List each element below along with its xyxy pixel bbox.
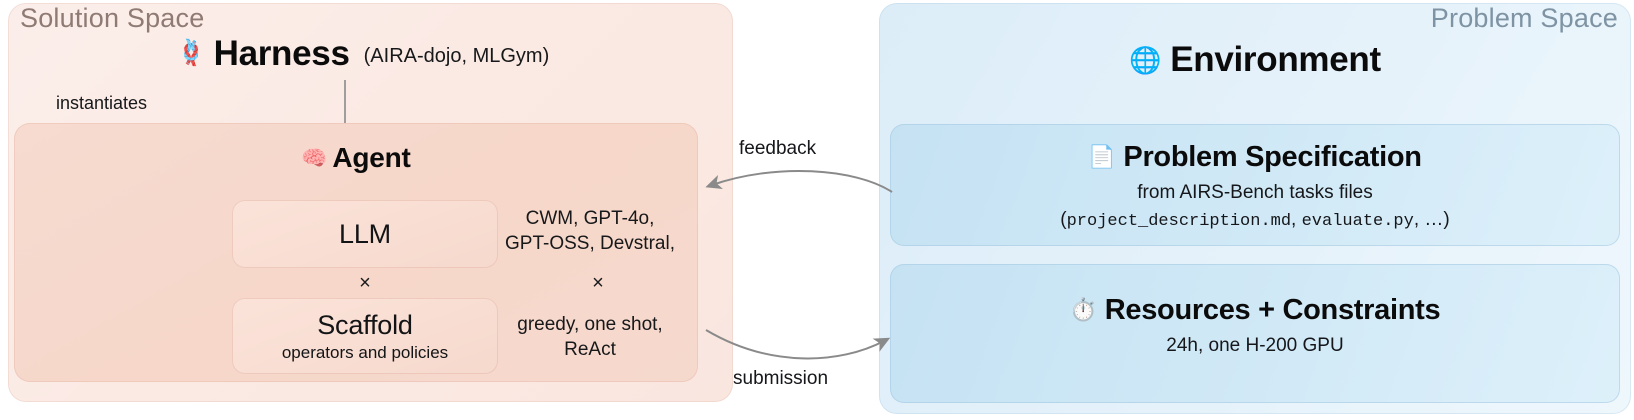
scaffold-examples-line-1: greedy, one shot,	[517, 314, 663, 335]
agent-title: 🧠Agent	[0, 142, 712, 174]
file-name-project-description: project_description.md	[1066, 211, 1292, 231]
harness-examples: (AIRA-dojo, MLGym)	[363, 45, 550, 67]
resources-constraints-title: ⏱️ Resources + Constraints	[890, 296, 1620, 325]
submission-label: submission	[733, 368, 829, 389]
feedback-label: feedback	[739, 138, 817, 159]
harness-title: 🪢 Harness	[176, 34, 350, 74]
environment-title-text: Environment	[1170, 40, 1381, 79]
problem-specification-subtitle: from AIRS-Bench tasks files	[1137, 182, 1373, 203]
llm-card-title: LLM	[339, 218, 391, 249]
resources-constraints-card: ⏱️ Resources + Constraints 24h, one H-200…	[890, 264, 1620, 403]
scaffold-examples: greedy, one shot, ReAct	[490, 313, 690, 362]
problem-specification-files: (project_description.md, evaluate.py, …)	[890, 208, 1620, 233]
scaffold-examples-line-2: ReAct	[564, 338, 616, 360]
llm-examples-line-1: CWM, GPT-4o,	[525, 208, 655, 229]
problem-space-label: Problem Space	[1430, 3, 1618, 33]
globe-with-meridians-icon: 🌐	[1129, 46, 1162, 76]
problem-specification-title: 📄 Problem Specification	[890, 143, 1620, 172]
knot-icon: 🪢	[175, 38, 207, 67]
scaffold-card-title: Scaffold	[317, 309, 413, 340]
files-open-paren: (	[1060, 208, 1067, 230]
brain-icon: 🧠	[301, 146, 328, 170]
examples-product-operator: ×	[592, 272, 604, 294]
solution-space-label: Solution Space	[20, 3, 205, 33]
files-separator: ,	[1291, 208, 1302, 230]
resources-constraints-title-text: Resources + Constraints	[1104, 294, 1441, 326]
scaffold-card: Scaffold operators and policies	[232, 298, 498, 374]
scaffold-card-subtitle: operators and policies	[281, 342, 449, 362]
files-close-paren: , …)	[1413, 208, 1450, 230]
llm-examples: CWM, GPT-4o, GPT-OSS, Devstral,	[490, 207, 690, 256]
instantiates-label: instantiates	[56, 93, 148, 113]
stopwatch-icon: ⏱️	[1069, 298, 1097, 323]
component-product-operator: ×	[359, 272, 371, 294]
file-name-evaluate: evaluate.py	[1301, 211, 1414, 231]
resources-constraints-subtitle: 24h, one H-200 GPU	[1166, 335, 1344, 356]
harness-title-text: Harness	[213, 34, 350, 73]
harness-header: 🪢 Harness (AIRA-dojo, MLGym)	[0, 34, 725, 74]
environment-title: 🌐 Environment	[879, 40, 1631, 80]
agent-title-text: Agent	[332, 142, 411, 173]
page-facing-up-icon: 📄	[1088, 145, 1116, 170]
llm-card: LLM	[232, 200, 498, 268]
problem-specification-title-text: Problem Specification	[1123, 141, 1422, 173]
llm-examples-line-2: GPT-OSS, Devstral,	[505, 232, 675, 254]
problem-specification-card: 📄 Problem Specification from AIRS-Bench t…	[890, 124, 1620, 246]
submission-arrow-path	[705, 329, 891, 360]
feedback-arrow-path	[705, 169, 893, 193]
